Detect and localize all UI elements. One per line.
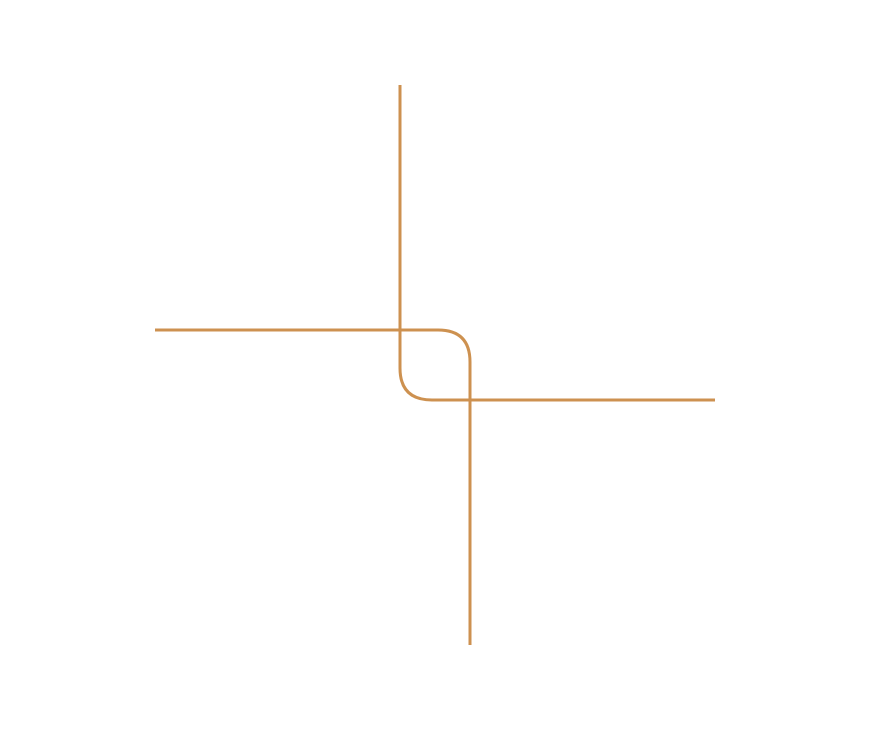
connector-left-to-bottom [155, 328, 472, 645]
connector-top-to-right [398, 85, 715, 402]
